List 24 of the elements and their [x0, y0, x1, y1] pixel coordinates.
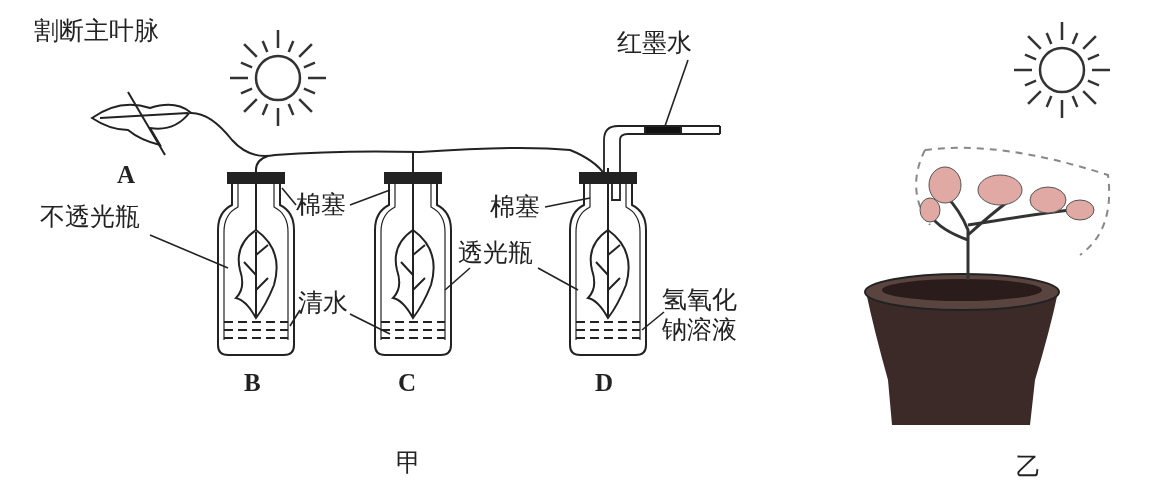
leader-line: [544, 197, 591, 208]
part-label: 氢氧化钠溶液: [662, 285, 744, 345]
letter-label: D: [595, 368, 614, 398]
leader-line: [289, 309, 301, 327]
letter-label: A: [117, 160, 136, 190]
leader-line: [349, 189, 391, 206]
leader-line: [444, 267, 471, 291]
annotation-text: 割断主叶脉: [34, 16, 159, 46]
letter-label: B: [244, 368, 261, 398]
part-label: 红墨水: [617, 28, 692, 58]
leader-line: [537, 267, 579, 291]
leader-line: [281, 187, 297, 206]
leader-line: [149, 234, 229, 269]
letter-label: C: [398, 368, 417, 398]
part-label: 透光瓶: [458, 238, 533, 268]
part-label: 棉塞: [296, 190, 346, 220]
part-label: 棉塞: [490, 192, 540, 222]
leader-line: [641, 311, 665, 331]
leader-line: [349, 313, 391, 335]
part-label: 不透光瓶: [40, 202, 140, 232]
leader-line: [664, 59, 689, 127]
figure-label: 乙: [1016, 452, 1041, 482]
part-label: 清水: [298, 288, 348, 318]
figure-label: 甲: [396, 448, 421, 478]
